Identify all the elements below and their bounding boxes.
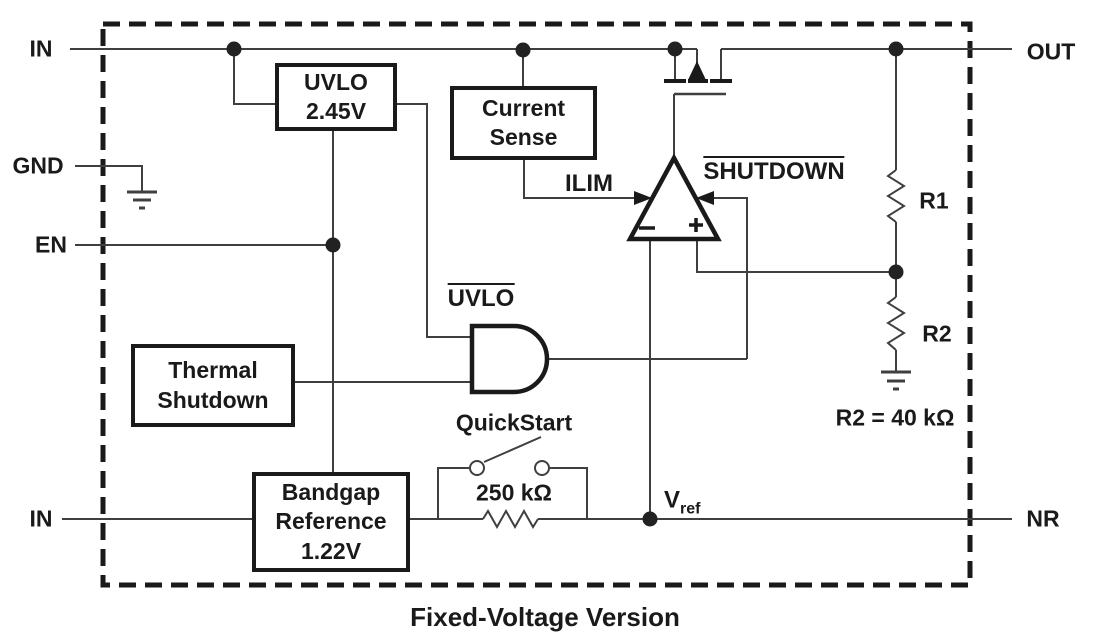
current-sense-block: Current Sense (450, 86, 597, 160)
ground-symbol (127, 190, 157, 210)
junction-dots (226, 41, 904, 527)
input-arrow-ilim (634, 191, 652, 205)
quickstart-switch (469, 436, 550, 476)
and-gate (469, 323, 550, 395)
bandgap-line2: Reference (275, 508, 387, 535)
uvlo-bar-label: UVLO (447, 283, 515, 312)
r1-label: R1 (919, 187, 949, 214)
thermal-line2: Shutdown (157, 386, 269, 413)
junction-dot (226, 41, 242, 57)
thermal-line1: Thermal (168, 357, 258, 384)
junction-dot (667, 41, 683, 57)
current-sense-line1: Current (481, 94, 566, 121)
ilim-label: ILIM (565, 170, 613, 197)
uvlo-block-line1: UVLO (304, 68, 368, 95)
switch-arm (483, 436, 542, 463)
plus-sign (689, 218, 703, 232)
resistor-quickstart (482, 508, 539, 530)
shutdown-bar-label: SHUTDOWN (703, 156, 845, 185)
r2-note: R2 = 40 kΩ (835, 404, 955, 431)
junction-dot (515, 42, 531, 58)
quickstart-resistor-label: 250 kΩ (476, 479, 552, 506)
pin-in-top: IN (29, 35, 53, 62)
pin-nr: NR (1026, 505, 1060, 532)
wire-quickstart-bypass (437, 467, 588, 519)
vref-sub: ref (680, 500, 701, 518)
pmos-pass-transistor (664, 49, 732, 158)
wire-noninverting-input (696, 239, 896, 273)
bandgap-line1: Bandgap (281, 478, 381, 505)
wire-shutdown (713, 197, 748, 359)
quickstart-label: QuickStart (455, 409, 573, 436)
switch-contact (534, 460, 550, 476)
body-diode (688, 61, 706, 80)
vref-label: Vref (664, 486, 701, 518)
ic-boundary (100, 21, 973, 588)
error-amplifier (626, 153, 722, 242)
r2-label: R2 (922, 320, 952, 347)
pin-gnd: GND (12, 152, 64, 179)
uvlo-block-line2: 2.45V (305, 98, 367, 124)
pin-in-bottom: IN (29, 505, 53, 532)
wire-gnd (75, 165, 143, 192)
wire-uvlo-in (233, 49, 275, 105)
junction-dot (888, 264, 904, 280)
thermal-shutdown-block: Thermal Shutdown (131, 344, 295, 427)
wire-ilim (523, 160, 637, 199)
switch-contact (469, 460, 485, 476)
bandgap-block: Bandgap Reference 1.22V (252, 472, 410, 572)
current-sense-line2: Sense (489, 124, 558, 150)
pin-out: OUT (1026, 38, 1076, 65)
ground-symbol (881, 370, 911, 391)
bandgap-line3: 1.22V (300, 537, 362, 564)
vref-main: V (664, 486, 681, 514)
resistor-r1 (886, 169, 906, 223)
junction-dot (325, 237, 341, 253)
input-arrow-shutdown (696, 191, 714, 205)
wire-uvlo-to-and (397, 103, 472, 338)
junction-dot (888, 41, 904, 57)
resistor-r2 (886, 296, 906, 351)
diagram-caption: Fixed-Voltage Version (410, 602, 680, 632)
junction-dot (642, 511, 658, 527)
pin-en: EN (35, 231, 67, 258)
uvlo-block: UVLO 2.45V (275, 63, 397, 131)
